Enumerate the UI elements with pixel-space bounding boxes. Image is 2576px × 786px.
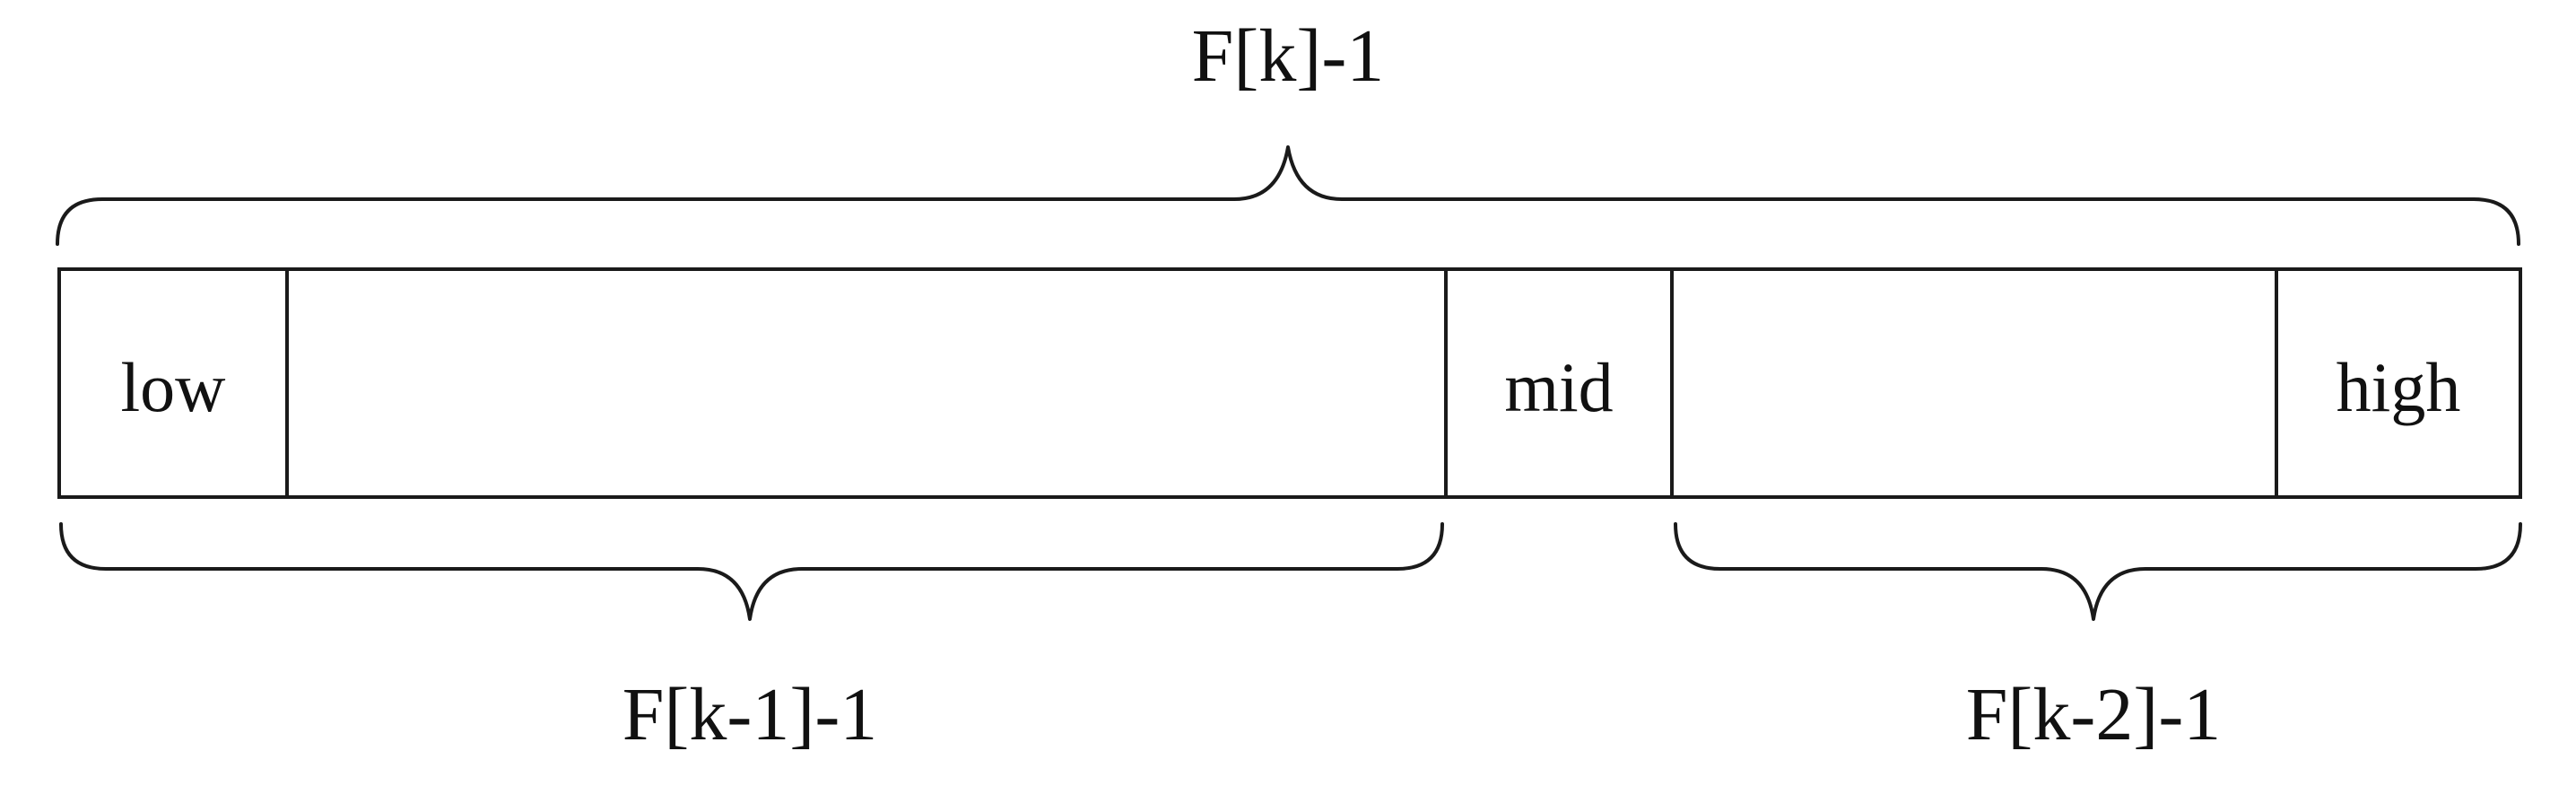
- top-brace: [56, 145, 2520, 246]
- array-cell-high-label: high: [2337, 348, 2461, 426]
- bottom-left-brace-label: F[k-1]-1: [622, 673, 878, 756]
- array: low mid high: [57, 267, 2522, 499]
- array-cell-high: [2275, 267, 2522, 499]
- array-cell-low: [57, 267, 289, 499]
- array-cell-left-segment: [285, 267, 1448, 499]
- array-cell-right-segment: [1670, 267, 2278, 499]
- bottom-right-brace-label: F[k-2]-1: [1966, 673, 2222, 756]
- array-cell-mid-label: mid: [1504, 348, 1613, 426]
- array-cell-mid: [1444, 267, 1674, 499]
- array-cell-low-label: low: [121, 348, 226, 426]
- top-brace-label: F[k]-1: [1192, 14, 1385, 98]
- bottom-left-brace: [59, 522, 1444, 621]
- bottom-right-brace: [1674, 522, 2522, 621]
